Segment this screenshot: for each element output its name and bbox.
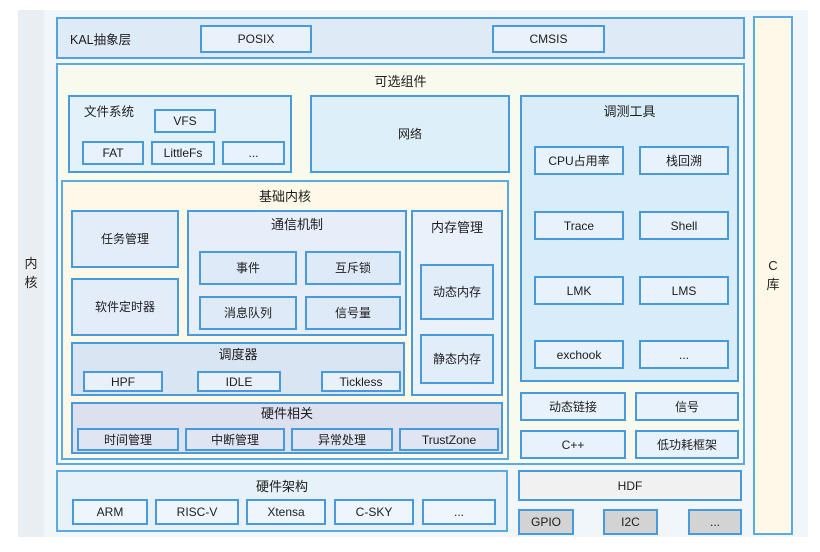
fat-box: FAT xyxy=(82,141,144,165)
clib-side-label: C 库 xyxy=(766,257,780,292)
comm-item-box: 互斥锁 xyxy=(305,251,401,285)
debug-tool-box: Shell xyxy=(639,211,729,240)
filesystem-more-box: ... xyxy=(222,141,285,165)
filesystem-box: 文件系统 VFS FAT LittleFs ... xyxy=(68,95,292,173)
memory-item-box: 动态内存 xyxy=(420,264,494,320)
memory-item-box: 静态内存 xyxy=(420,334,494,384)
clib-side-band: C 库 xyxy=(753,16,793,535)
comm-item-box: 消息队列 xyxy=(199,296,297,330)
vfs-box: VFS xyxy=(154,109,216,133)
cpp-box: C++ xyxy=(520,430,626,459)
debug-tools-box: 调测工具 CPU占用率 栈回溯 Trace Shell LMK LMS exch… xyxy=(520,95,739,382)
scheduler-box: 调度器 HPF IDLE Tickless xyxy=(71,342,405,396)
low-power-box: 低功耗框架 xyxy=(635,430,739,459)
task-mgmt-box: 任务管理 xyxy=(71,210,179,268)
hw-arch-item-box: C-SKY xyxy=(334,499,414,525)
hardware-related-title: 硬件相关 xyxy=(260,406,313,421)
kal-layer-title: KAL抽象层 xyxy=(70,32,132,47)
hdf-item-box: GPIO xyxy=(518,509,574,535)
filesystem-title: 文件系统 xyxy=(84,105,135,119)
littlefs-box: LittleFs xyxy=(151,141,215,165)
signal-box: 信号 xyxy=(635,392,739,421)
hw-arch-item-box: Xtensa xyxy=(246,499,326,525)
debug-tool-box: CPU占用率 xyxy=(534,146,624,175)
hw-arch-item-box: ... xyxy=(422,499,496,525)
hw-arch-item-box: RISC-V xyxy=(155,499,239,525)
scheduler-title: 调度器 xyxy=(218,347,258,362)
hardware-related-item-box: 中断管理 xyxy=(185,428,285,451)
base-kernel-section: 基础内核 任务管理 软件定时器 通信机制 事件 互斥锁 消息队列 信号量 内存管… xyxy=(61,180,509,460)
memory-mgmt-box: 内存管理 动态内存 静态内存 xyxy=(411,210,503,396)
hw-arch-item-box: ARM xyxy=(72,499,148,525)
comm-item-box: 信号量 xyxy=(305,296,401,330)
kernel-side-label: 内 核 xyxy=(24,255,38,290)
hardware-arch-title: 硬件架构 xyxy=(255,479,308,494)
base-kernel-title: 基础内核 xyxy=(258,189,311,204)
hdf-item-box: ... xyxy=(688,509,742,535)
software-timer-box: 软件定时器 xyxy=(71,278,179,336)
hdf-box: HDF xyxy=(518,470,742,501)
memory-mgmt-title: 内存管理 xyxy=(430,220,483,235)
debug-tool-box: Trace xyxy=(534,211,624,240)
comm-mechanism-box: 通信机制 事件 互斥锁 消息队列 信号量 xyxy=(187,210,407,336)
debug-tool-box: LMK xyxy=(534,276,624,305)
cmsis-box: CMSIS xyxy=(492,25,605,53)
scheduler-item-box: HPF xyxy=(83,371,163,392)
debug-tool-box: ... xyxy=(639,340,729,369)
comm-item-box: 事件 xyxy=(199,251,297,285)
hardware-related-item-box: 异常处理 xyxy=(291,428,393,451)
optional-components-title: 可选组件 xyxy=(374,74,427,89)
debug-tool-box: exchook xyxy=(534,340,624,369)
posix-box: POSIX xyxy=(200,25,312,53)
hardware-related-box: 硬件相关 时间管理 中断管理 异常处理 TrustZone xyxy=(71,402,503,454)
scheduler-item-box: IDLE xyxy=(197,371,281,392)
debug-tool-box: LMS xyxy=(639,276,729,305)
optional-components-section: 可选组件 文件系统 VFS FAT LittleFs ... 网络 调测工具 C… xyxy=(56,63,745,465)
hardware-related-item-box: 时间管理 xyxy=(77,428,179,451)
scheduler-item-box: Tickless xyxy=(321,371,401,392)
hdf-item-box: I2C xyxy=(603,509,658,535)
dynamic-link-box: 动态链接 xyxy=(520,392,626,421)
kal-layer: KAL抽象层 POSIX CMSIS xyxy=(56,17,745,59)
comm-mechanism-title: 通信机制 xyxy=(270,217,323,232)
debug-tools-title: 调测工具 xyxy=(603,104,656,119)
kernel-side-band: 内 核 xyxy=(18,10,44,537)
debug-tool-box: 栈回溯 xyxy=(639,146,729,175)
hardware-arch-section: 硬件架构 ARM RISC-V Xtensa C-SKY ... xyxy=(56,470,508,532)
hardware-related-item-box: TrustZone xyxy=(399,428,499,451)
network-box: 网络 xyxy=(310,95,510,173)
